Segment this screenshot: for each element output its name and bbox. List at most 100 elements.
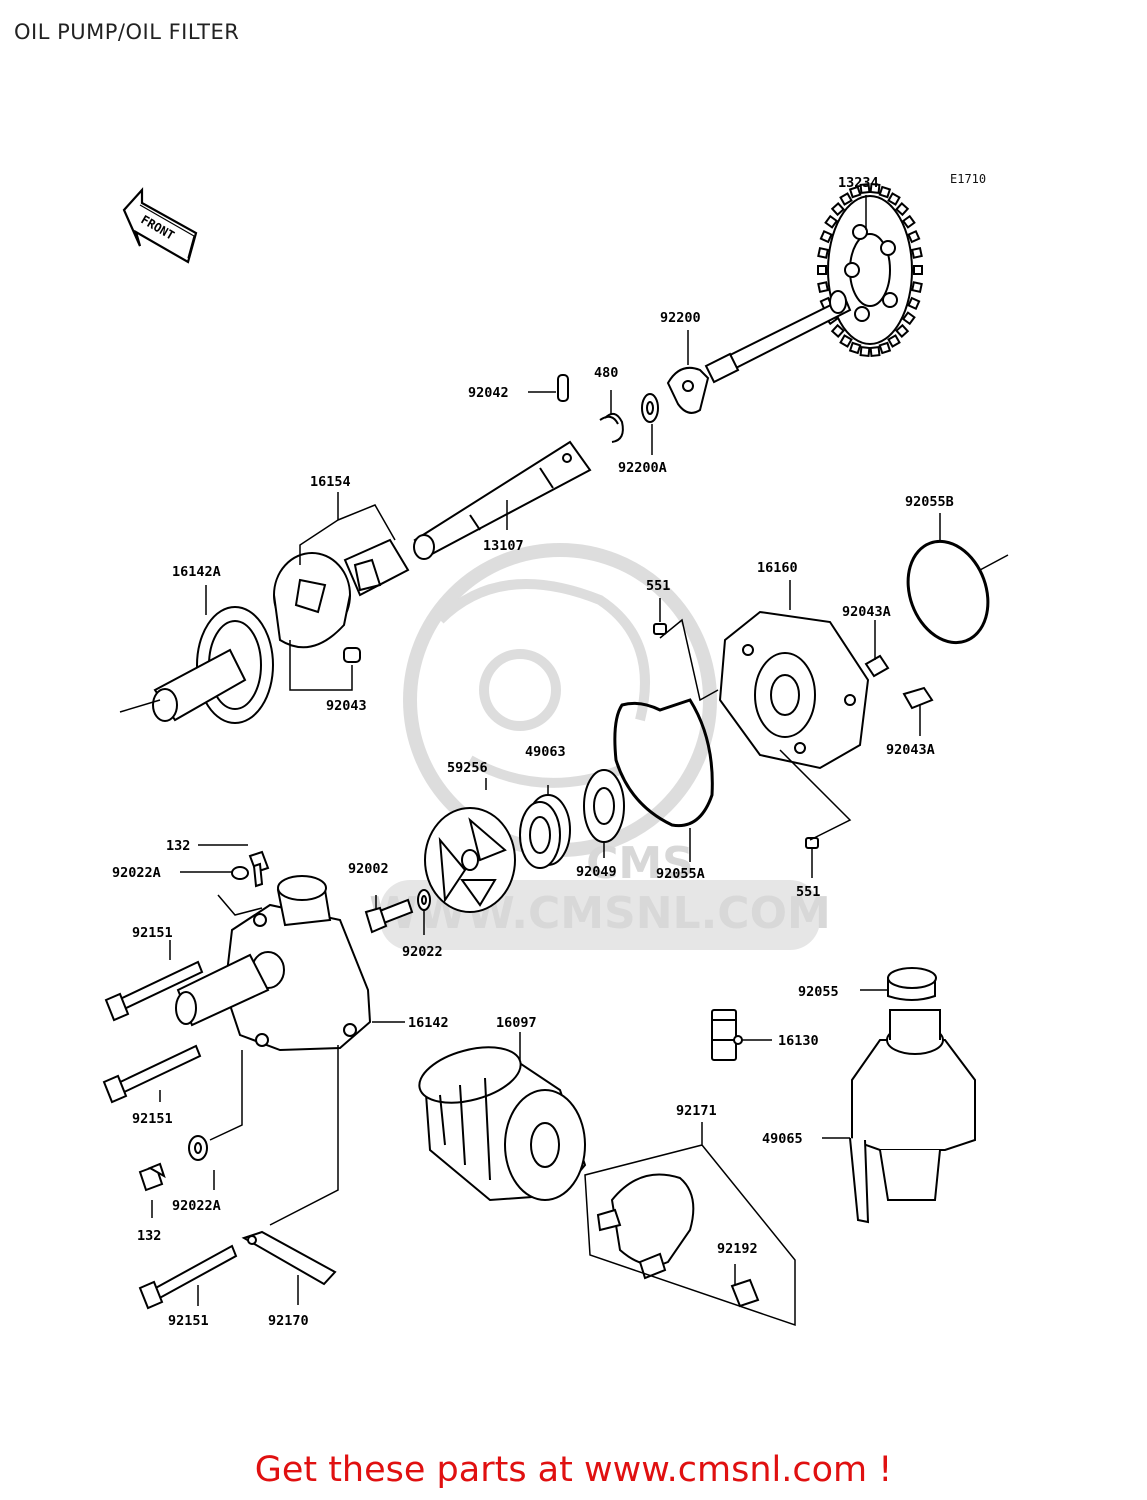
sprocket-tooth [913,265,923,275]
part-92055A [613,698,714,828]
part-92151-c [138,1244,238,1310]
label-part: 92043A [842,604,891,620]
sprocket-tooth [901,214,916,229]
label-part: 92151 [132,925,173,941]
figure-code: E1710 [950,172,987,186]
label-part: 92200 [660,310,701,326]
part-92055 [887,967,937,1001]
part-92022A-upper [231,866,249,880]
part-92043 [343,647,361,663]
label-part: 16142A [172,564,221,580]
part-92151-b [102,1044,202,1104]
part-92043A-upper [864,654,890,678]
sprocket-tooth [817,247,829,259]
part-92200A [641,393,659,423]
label-part: 16142 [408,1015,449,1031]
label-part: 92151 [132,1111,173,1127]
sprocket-tooth [911,247,923,259]
label-part: 13234 [838,175,879,191]
label-part: 92049 [576,864,617,880]
part-132-upper [248,850,270,888]
part-92200 [666,366,710,414]
sprocket-tooth [911,281,923,293]
sprocket-tooth [819,230,833,244]
label-part: 49063 [525,744,566,760]
part-92022A-lower [188,1135,208,1161]
sprocket-tooth [907,230,921,244]
sprocket-tooth [907,296,921,310]
shaft-upper [704,290,852,384]
sprocket-tooth [895,323,910,338]
label-part: 132 [137,1228,161,1244]
label-part: 92022A [112,865,161,881]
part-92022 [417,889,431,911]
part-16130 [711,1009,743,1061]
sprocket-tooth [817,265,827,275]
label-part: 92151 [168,1313,209,1329]
sprocket-tooth [887,192,901,206]
sprocket-tooth [839,334,853,348]
part-16097 [418,1046,587,1202]
part-16142A [152,606,274,724]
sprocket-tooth [839,192,853,206]
label-part: 92043 [326,698,367,714]
sprocket-tooth [859,346,871,358]
sprocket-tooth [878,341,892,355]
label-part: 16160 [757,560,798,576]
label-part: 92042 [468,385,509,401]
part-92192 [730,1278,760,1308]
label-part: 92055A [656,866,705,882]
label-part: 480 [594,365,618,381]
part-92055B [906,539,990,645]
part-480 [599,412,624,443]
sprocket-tooth [887,334,901,348]
label-part: 92022 [402,944,443,960]
label-part: 16154 [310,474,351,490]
sprocket-tooth [848,341,862,355]
part-59256 [424,807,516,913]
label-part: 92043A [886,742,935,758]
part-49065 [849,1009,976,1224]
label-part: 551 [796,884,820,900]
label-part: 13107 [483,538,524,554]
label-part: 551 [646,578,670,594]
parts-diagram: WWW.CMSNL.COM CMS FRONT [102,175,1009,1329]
label-part: 92170 [268,1313,309,1329]
sprocket-tooth [878,185,892,199]
part-92151-a [104,960,204,1022]
part-92170 [241,1230,337,1286]
part-92042 [557,374,569,402]
sprocket-tooth [859,182,871,194]
sprocket-tooth [830,323,845,338]
label-part: 92055 [798,984,839,1000]
sprocket-tooth [830,202,845,217]
label-part: 132 [166,838,190,854]
part-16154 [273,538,410,649]
label-part: 92022A [172,1198,221,1214]
label-part: 16130 [778,1033,819,1049]
label-part: 92200A [618,460,667,476]
label-part: 16097 [496,1015,537,1031]
page-title: OIL PUMP/OIL FILTER [14,20,240,44]
part-49063 [519,794,571,869]
part-551-upper [653,623,667,635]
part-16142 [175,875,372,1052]
label-part: 59256 [447,760,488,776]
sprocket-tooth [895,202,910,217]
front-arrow-icon: FRONT [122,187,198,264]
footer-link[interactable]: Get these parts at www.cmsnl.com ! [254,1450,893,1490]
label-part: 92171 [676,1103,717,1119]
sprocket-tooth [824,214,839,229]
sprocket-tooth [817,281,829,293]
part-92043A-lower [902,686,934,710]
sprocket-13234 [817,182,923,358]
sprocket-tooth [869,346,881,358]
label-part: 92002 [348,861,389,877]
sprocket-tooth [869,182,881,194]
part-92171 [596,1173,695,1280]
part-92049 [583,769,625,843]
label-part: 92055B [905,494,954,510]
label-part: 49065 [762,1131,803,1147]
leader-lines [119,195,1009,1327]
